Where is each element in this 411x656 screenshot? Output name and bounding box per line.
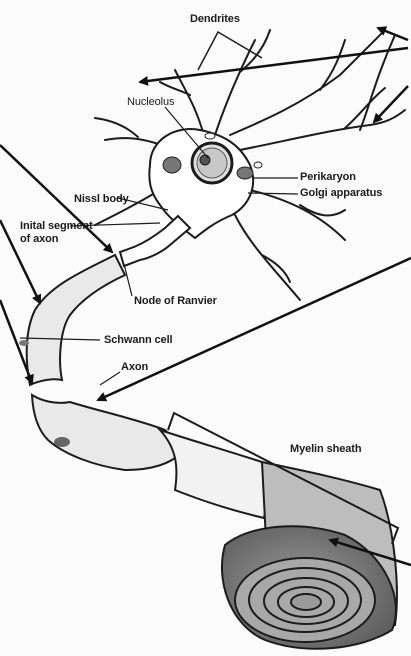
nucleus xyxy=(192,143,232,183)
label-node-of-ranvier: Node of Ranvier xyxy=(134,296,217,307)
label-schwann-cell: Schwann cell xyxy=(104,335,173,346)
label-axon: Axon xyxy=(121,362,148,373)
label-nissl-body: Nissl body xyxy=(74,194,129,205)
label-dendrites: Dendrites xyxy=(190,14,240,25)
label-initial-segment-line2: of axon xyxy=(20,234,58,245)
label-nucleolus: Nucleolus xyxy=(127,97,174,108)
label-perikaryon: Perikaryon xyxy=(300,172,356,183)
label-myelin-sheath: Myelin sheath xyxy=(290,444,361,455)
label-initial-segment-line1: Inital segment xyxy=(20,221,93,232)
label-golgi-apparatus: Golgi apparatus xyxy=(300,188,382,199)
dendrites-bracket xyxy=(198,32,262,70)
